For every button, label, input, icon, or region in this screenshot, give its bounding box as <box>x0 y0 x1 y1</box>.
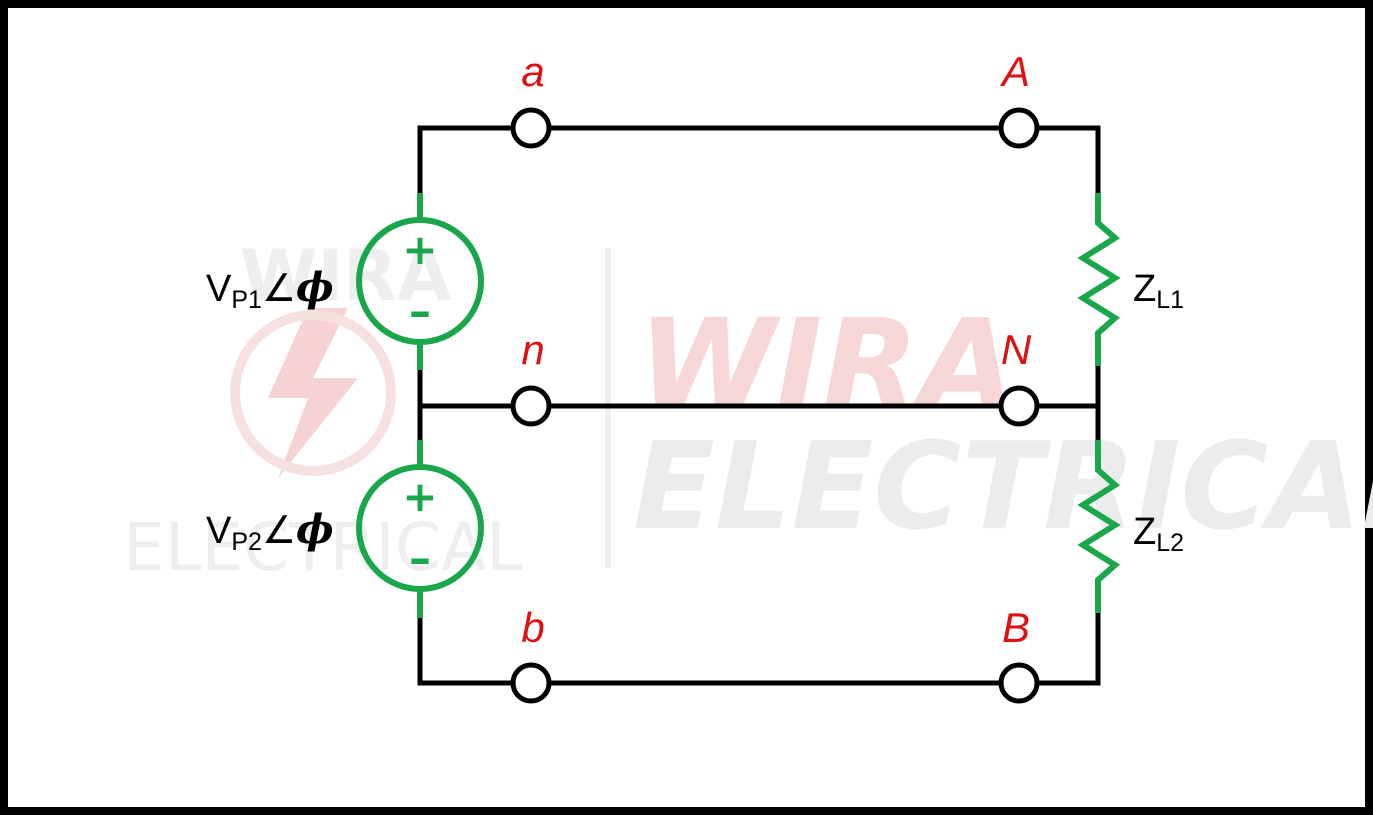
resistor-2-zigzag <box>1077 440 1121 613</box>
terminal-b <box>510 662 552 704</box>
wire-bottom-left <box>417 615 516 686</box>
terminal-label-b: b <box>521 604 544 651</box>
terminal-a <box>510 107 552 149</box>
load-resistor-1 <box>1077 193 1121 366</box>
source-1-label-phase: ϕ <box>296 264 334 311</box>
source-1-label-angle: ∠ <box>262 268 296 310</box>
load-2-label-sub: L2 <box>1156 529 1184 557</box>
load-1-label-sub: L1 <box>1156 286 1184 314</box>
source-1-label: VP1∠ϕ <box>206 264 334 314</box>
terminal-label-a: a <box>521 48 544 95</box>
voltage-source-2 <box>356 440 484 618</box>
terminal-B <box>998 662 1040 704</box>
source-1-plus: + <box>402 225 437 274</box>
source-2-label-angle: ∠ <box>262 510 296 552</box>
source-2-minus: – <box>409 533 431 584</box>
source-2-label-phase: ϕ <box>296 506 334 553</box>
watermark-small-bottom: ELECTRICAL <box>123 509 523 586</box>
watermark-small-top: WIRA <box>240 235 451 317</box>
terminal-label-n: n <box>521 326 544 373</box>
terminal-A <box>998 107 1040 149</box>
terminal-label-N: N <box>1001 326 1032 373</box>
source-1-label-main: V <box>206 268 232 310</box>
wire-bottom-right <box>1034 610 1101 686</box>
watermark: WIRA ELECTRICAL WIRA ELECTRICAL <box>123 235 1373 586</box>
source-2-plus: + <box>402 472 437 521</box>
source-2-label-main: V <box>206 510 232 552</box>
watermark-logo-ring <box>230 310 396 476</box>
circuit-diagram: WIRA ELECTRICAL WIRA ELECTRICAL + <box>123 48 1373 704</box>
resistor-1-zigzag <box>1077 193 1121 366</box>
terminal-label-B: B <box>1002 604 1030 651</box>
terminal-N <box>998 385 1040 427</box>
source-2-label-sub: P2 <box>231 528 262 556</box>
load-2-label-main: Z <box>1133 511 1156 553</box>
voltage-source-1 <box>356 193 484 370</box>
watermark-logo-mark <box>268 308 358 478</box>
source-2-label: VP2∠ϕ <box>206 506 334 556</box>
wire-top-left <box>417 125 516 196</box>
watermark-big-top: WIRA <box>638 293 1015 438</box>
load-1-label-main: Z <box>1133 268 1156 310</box>
terminals <box>510 107 1040 704</box>
source-1-label-sub: P1 <box>231 286 262 314</box>
wires <box>417 125 1101 686</box>
load-1-label: ZL1 <box>1133 268 1184 314</box>
wire-top-right <box>1034 125 1101 196</box>
source-1-minus: – <box>409 286 431 337</box>
watermark-big-bottom: ELECTRICAL <box>633 418 1373 557</box>
terminal-label-A: A <box>999 48 1030 95</box>
load-resistor-2 <box>1077 440 1121 613</box>
terminal-n <box>510 385 552 427</box>
load-2-label: ZL2 <box>1133 511 1184 557</box>
